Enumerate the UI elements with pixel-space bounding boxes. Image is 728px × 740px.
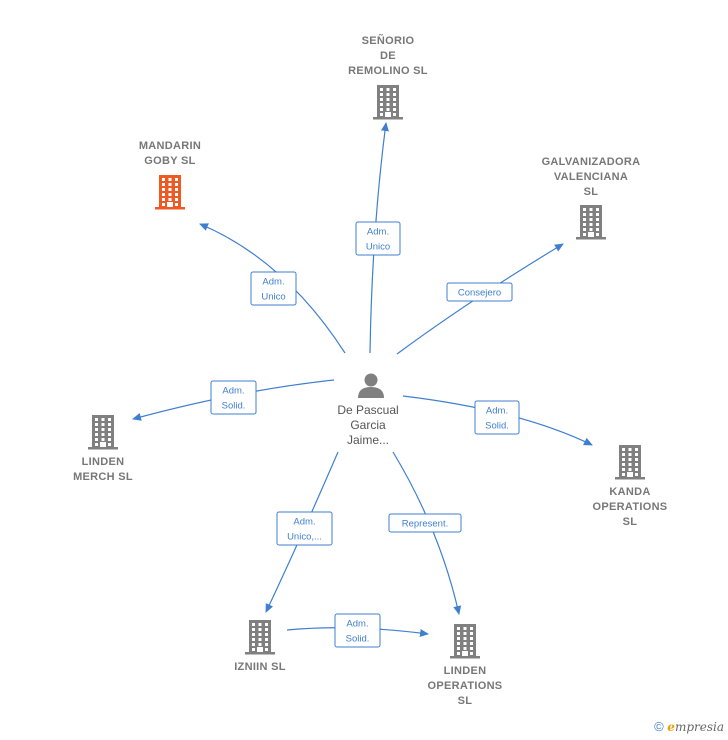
edge-label-box xyxy=(446,282,513,302)
building-icon xyxy=(450,624,480,659)
copyright-notice: © empresia xyxy=(654,719,724,734)
company-name: GOBY SL xyxy=(144,155,195,167)
edge-to-mandarin: Adm. Unico xyxy=(199,223,346,354)
building-icon xyxy=(373,85,403,120)
person-name: Garcia xyxy=(350,418,386,432)
edge-label-box xyxy=(334,613,381,648)
edge-label-text: Consejero xyxy=(458,288,501,299)
copyright-symbol: © xyxy=(654,719,664,734)
empresia-logo[interactable]: empresia xyxy=(667,720,724,734)
edge-to-galvanizadora: Consejero xyxy=(396,243,564,355)
company-name: SL xyxy=(623,516,638,528)
company-name: VALENCIANA xyxy=(554,171,628,183)
company-name: OPERATIONS xyxy=(593,501,668,513)
edge-to-linden-merch: Adm. Solid. xyxy=(132,379,335,421)
company-name: REMOLINO SL xyxy=(348,65,428,77)
person-name: Jaime... xyxy=(347,433,389,447)
company-name: SL xyxy=(584,186,599,198)
company-name: OPERATIONS xyxy=(428,680,503,692)
edge-label[interactable]: Adm. Solid. xyxy=(210,380,257,415)
building-icon xyxy=(155,175,185,210)
edge-to-senorio: Adm. Unico xyxy=(355,122,401,354)
company-node-mandarin[interactable]: MANDARIN GOBY SL xyxy=(139,140,201,210)
company-node-senorio[interactable]: SEÑORIO DE REMOLINO SL xyxy=(348,34,428,120)
building-icon xyxy=(88,415,118,450)
edge-label[interactable]: Adm. Unico xyxy=(355,221,401,256)
edge-label[interactable]: Consejero xyxy=(446,282,513,302)
company-name: MERCH SL xyxy=(73,471,133,483)
edge-to-kanda: Adm. Solid. xyxy=(402,395,593,446)
edge-label-text: Adm. xyxy=(222,386,244,397)
edge-to-linden-ops: Represent. xyxy=(388,451,462,615)
edge-label-box xyxy=(474,400,520,435)
company-name: DE xyxy=(380,50,396,62)
company-name: KANDA xyxy=(609,486,650,498)
edge-label-text: Solid. xyxy=(346,634,370,645)
edge-label[interactable]: Adm. Solid. xyxy=(474,400,520,435)
company-name: LINDEN xyxy=(82,456,125,468)
edge-label-box xyxy=(210,380,257,415)
company-name: IZNIIN SL xyxy=(234,661,286,673)
company-name: MANDARIN xyxy=(139,140,201,152)
edge-label-text: Unico,... xyxy=(287,532,322,543)
company-name: GALVANIZADORA xyxy=(542,156,641,168)
edge-label[interactable]: Adm. Solid. xyxy=(334,613,381,648)
company-node-galvanizadora[interactable]: GALVANIZADORA VALENCIANA SL xyxy=(542,156,641,240)
edge-label[interactable]: Adm. Unico xyxy=(250,271,297,306)
company-node-linden-merch[interactable]: LINDEN MERCH SL xyxy=(73,415,133,483)
edge-label[interactable]: Represent. xyxy=(388,513,462,533)
company-node-izniin[interactable]: IZNIIN SL xyxy=(234,620,286,673)
edge-label-box xyxy=(250,271,297,306)
edge-label-box xyxy=(355,221,401,256)
edge-label-text: Adm. xyxy=(367,227,389,238)
company-name: SL xyxy=(458,695,473,707)
edge-line xyxy=(392,451,462,615)
building-icon xyxy=(615,445,645,480)
company-node-kanda[interactable]: KANDA OPERATIONS SL xyxy=(593,445,668,528)
building-icon xyxy=(245,620,275,655)
edge-label-text: Solid. xyxy=(485,421,509,432)
edge-label-text: Adm. xyxy=(293,517,315,528)
company-name: LINDEN xyxy=(444,665,487,677)
person-name: De Pascual xyxy=(337,403,398,417)
company-name: SEÑORIO xyxy=(362,34,415,47)
person-node[interactable]: De PascualGarciaJaime... xyxy=(337,373,399,448)
edge-izniin-to-linden-ops: Adm. Solid. xyxy=(286,613,429,648)
edge-label[interactable]: Adm. Unico,... xyxy=(276,511,333,546)
edge-label-text: Unico xyxy=(261,292,285,303)
edge-label-box xyxy=(388,513,462,533)
edge-label-text: Represent. xyxy=(402,519,448,530)
edge-label-box xyxy=(276,511,333,546)
person-icon xyxy=(358,373,384,398)
company-node-linden-ops[interactable]: LINDEN OPERATIONS SL xyxy=(428,624,503,707)
edge-label-text: Unico xyxy=(366,242,390,253)
edge-label-text: Adm. xyxy=(486,406,508,417)
edge-label-text: Solid. xyxy=(222,401,246,412)
edge-to-izniin: Adm. Unico,... xyxy=(265,451,339,613)
building-icon xyxy=(576,205,606,240)
edge-label-text: Adm. xyxy=(262,277,284,288)
edge-label-text: Adm. xyxy=(346,619,368,630)
